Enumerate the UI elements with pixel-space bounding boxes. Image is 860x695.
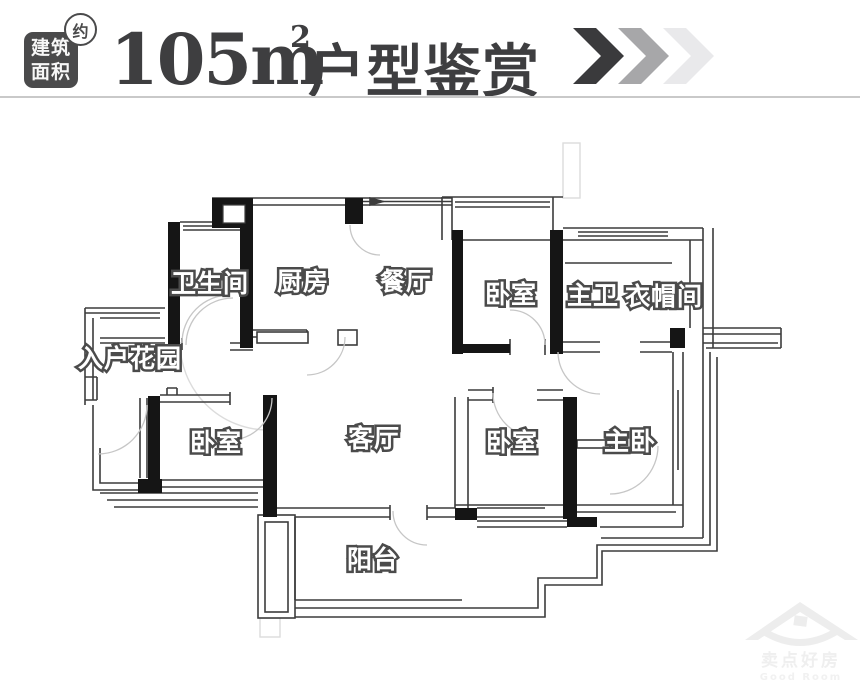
watermark-cn: 卖点好房 [761, 650, 841, 671]
title-sup2: 2 [290, 20, 311, 55]
chevron-2 [618, 28, 669, 84]
title-text: 户型鉴赏 [308, 38, 540, 105]
chevrons-icon [573, 28, 714, 84]
room-label-bedroom-mid: 卧室 [486, 428, 538, 457]
room-label-living: 客厅 [348, 424, 400, 453]
thick-walls [138, 198, 685, 527]
chevron-3 [663, 28, 714, 84]
approx-bubble: 约 [64, 13, 97, 46]
room-label-master-bath: 主卫 [567, 281, 619, 310]
door-arcs [97, 224, 659, 546]
page-header: 建筑 面积 约 105m 2 户型鉴赏 [0, 0, 860, 105]
badge-line1: 建筑 [30, 37, 71, 59]
kitchen-corner-niche [222, 204, 246, 224]
room-label-master-bedroom: 主卧 [604, 427, 656, 456]
room-labels: 卫生间 厨房 餐厅 卧室 主卫 衣帽间 入户花园 卧室 客厅 卧室 主卧 阳台 [75, 265, 704, 577]
house-logo-icon [745, 602, 858, 646]
header-divider [0, 96, 860, 98]
room-label-bedroom-left: 卧室 [190, 428, 242, 457]
room-label-kitchen: 厨房 [277, 267, 329, 296]
title-area-number: 105m [110, 18, 324, 101]
thin-walls [84, 196, 782, 619]
watermark-en: Good Room [760, 672, 842, 683]
room-label-cloakroom: 衣帽间 [625, 282, 703, 311]
faint-shafts [179, 142, 581, 638]
room-label-balcony: 阳台 [347, 545, 399, 574]
watermark: 卖点好房 Good Room [745, 602, 858, 683]
room-label-bedroom-top: 卧室 [485, 280, 537, 309]
chevron-1 [573, 28, 624, 84]
room-label-dining: 餐厅 [380, 267, 432, 296]
room-label-bathroom: 卫生间 [171, 269, 249, 298]
room-label-entry-garden: 入户花园 [78, 344, 182, 373]
badge-line2: 面积 [30, 61, 71, 83]
